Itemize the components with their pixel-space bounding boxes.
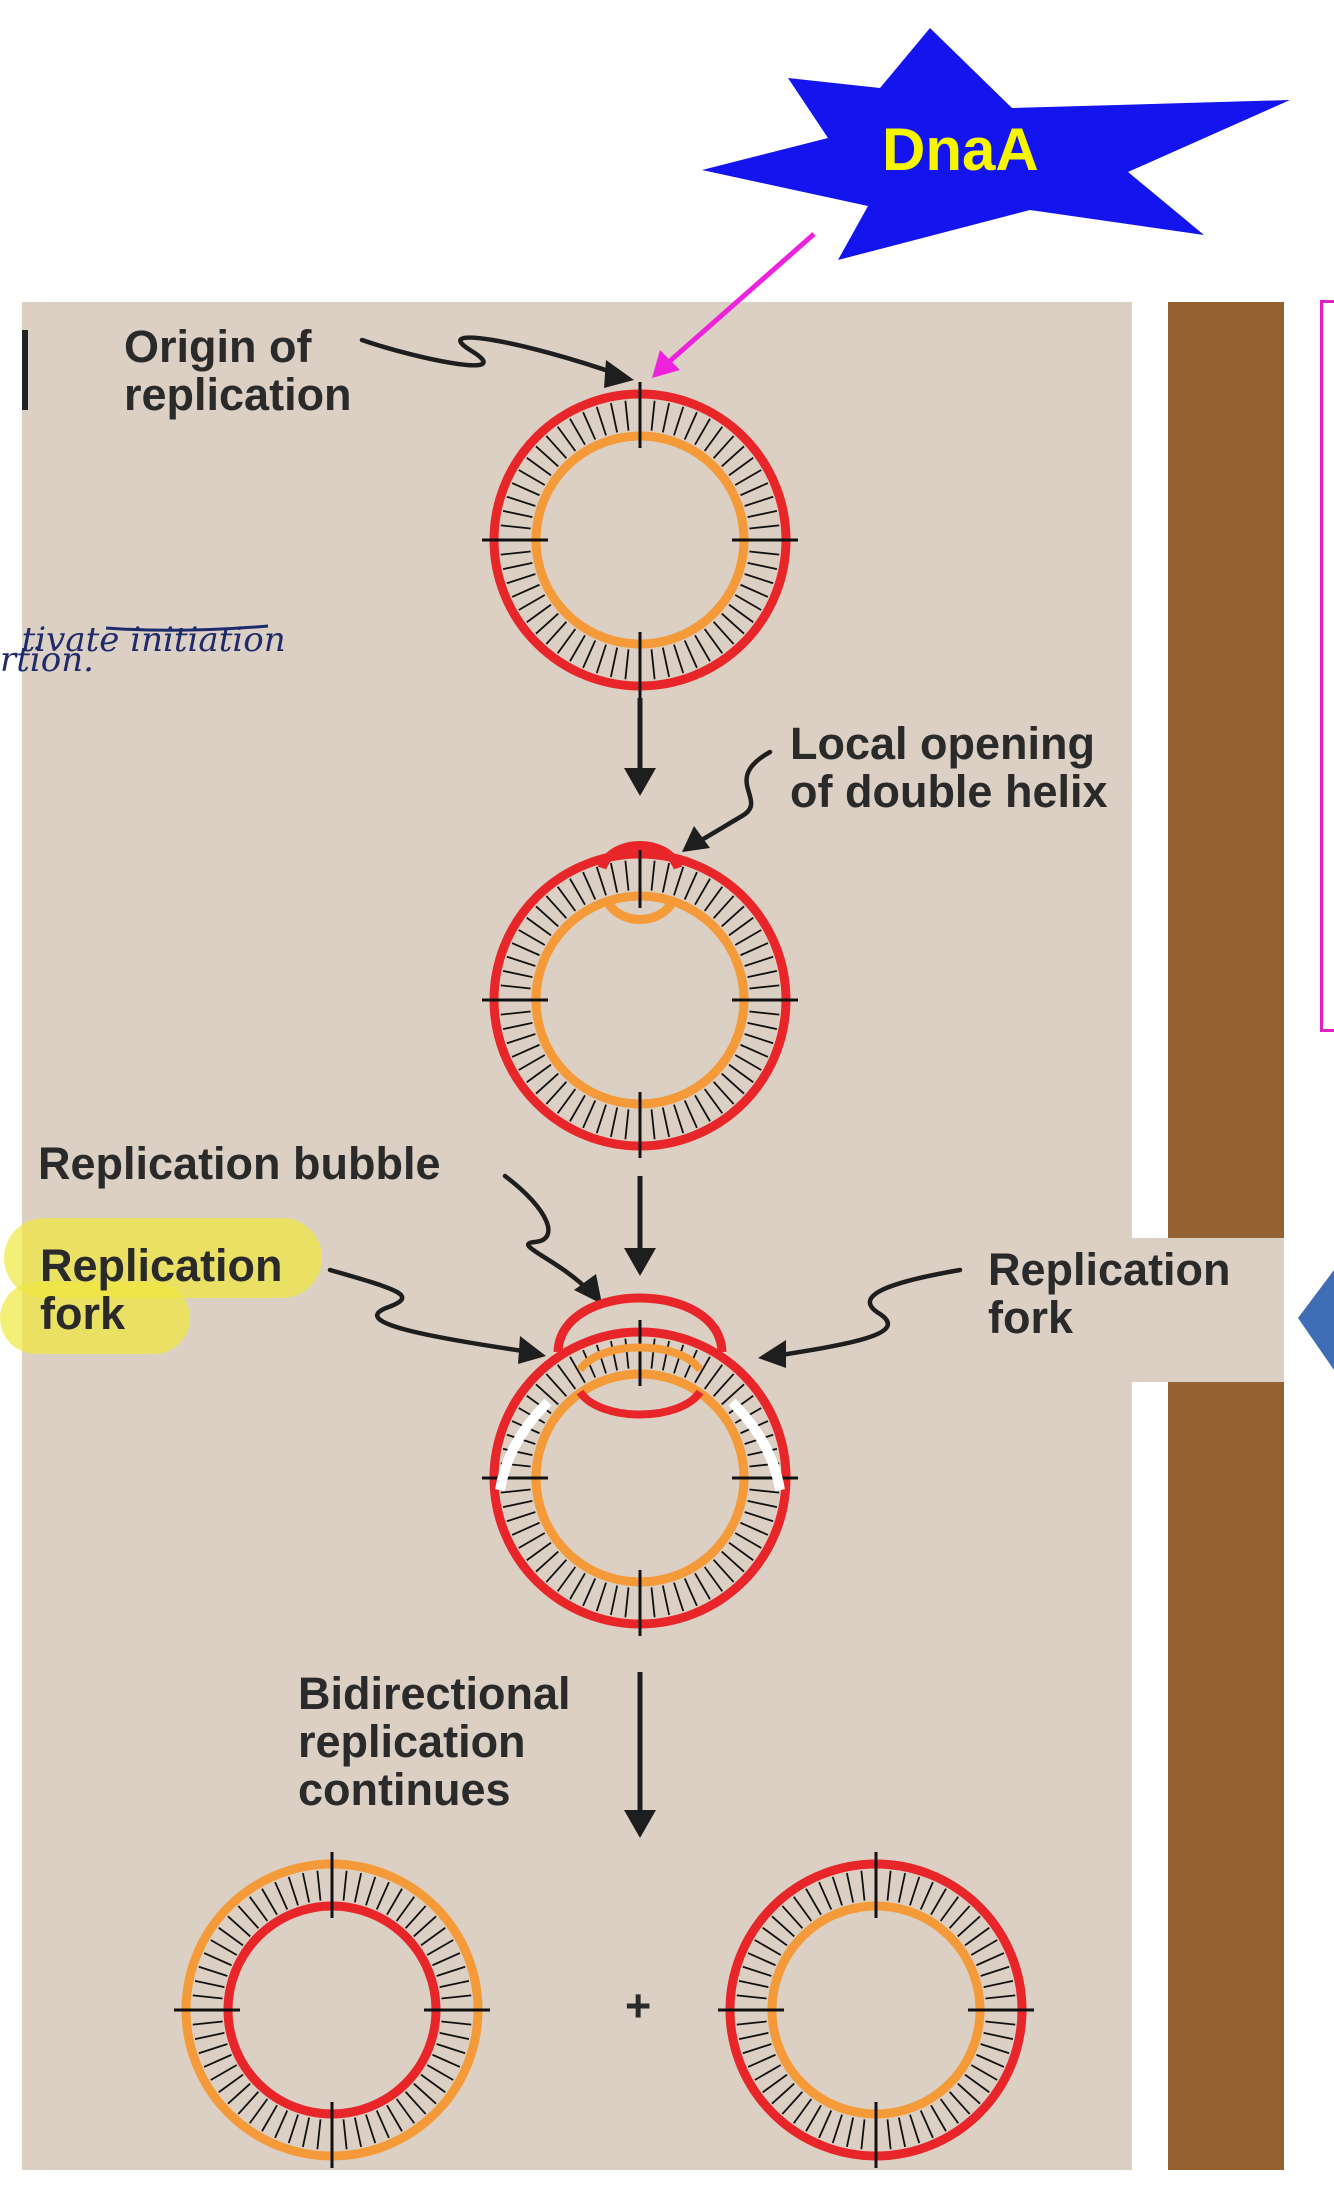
bubble-arrow xyxy=(502,1173,593,1295)
edge-bar xyxy=(22,330,28,410)
bubble-label: Replication bubble xyxy=(38,1138,441,1189)
dna-circle-origin xyxy=(482,382,798,698)
dna-circle-opening xyxy=(482,841,798,1158)
handwriting-initiation: initiation xyxy=(130,620,286,660)
dnaa-burst xyxy=(702,28,1290,260)
dnaa-label: DnaA xyxy=(882,116,1039,183)
dna-circle-daughter-left xyxy=(174,1852,490,2168)
brown-sidebar-top xyxy=(1168,302,1284,1238)
fork-white-arrow-left xyxy=(495,1398,552,1491)
plus-sign: + xyxy=(625,1980,652,2031)
fork-right-arrowhead xyxy=(758,1340,786,1368)
down-arrowhead-3 xyxy=(624,1810,656,1838)
down-arrowhead-2 xyxy=(624,1248,656,1276)
bubble-new-strand-top xyxy=(576,1343,704,1373)
bubble-arrowhead xyxy=(574,1274,602,1304)
fork-left-arrow xyxy=(327,1267,533,1355)
fork-right-arrow xyxy=(772,1267,963,1359)
opening-notch xyxy=(602,897,678,924)
local-opening-arrowhead xyxy=(682,826,710,852)
bubble-new-strand-bottom xyxy=(576,1389,704,1419)
origin-arrowhead xyxy=(604,360,634,388)
bidirectional-label: Bidirectional replication continues xyxy=(298,1668,571,1815)
fork-right-label: Replication fork xyxy=(988,1244,1231,1343)
dnaa-pointer-head xyxy=(652,350,680,378)
origin-label: Origin of replication xyxy=(124,321,352,420)
dnaa-pointer-line xyxy=(660,232,816,370)
fork-highlight-2 xyxy=(0,1282,190,1354)
handwriting-line-1: tivate initiation xyxy=(0,580,286,660)
down-arrowhead-1 xyxy=(624,768,656,796)
local-opening-arrow xyxy=(695,749,773,845)
opening-bump xyxy=(597,841,683,870)
fork-left-arrowhead xyxy=(518,1336,546,1364)
pink-frame xyxy=(1320,300,1334,1032)
bubble-outer-loop xyxy=(553,1293,727,1353)
panel-notch xyxy=(1132,1238,1284,1382)
local-opening-label: Local opening of double helix xyxy=(790,718,1108,817)
handwriting-underline xyxy=(105,624,269,632)
fork-white-arrow-right xyxy=(728,1398,785,1491)
brown-sidebar-bottom xyxy=(1168,1382,1284,2170)
handwriting-prefix: tivate xyxy=(21,620,131,660)
dna-circle-bubble xyxy=(482,1293,798,1636)
handwriting-line-2: rtion. xyxy=(0,640,94,680)
blue-shape xyxy=(1298,1270,1334,1370)
origin-arrow xyxy=(359,335,623,378)
dna-circle-daughter-right xyxy=(718,1852,1034,2168)
fork-left-label: Replication fork xyxy=(40,1240,283,1339)
